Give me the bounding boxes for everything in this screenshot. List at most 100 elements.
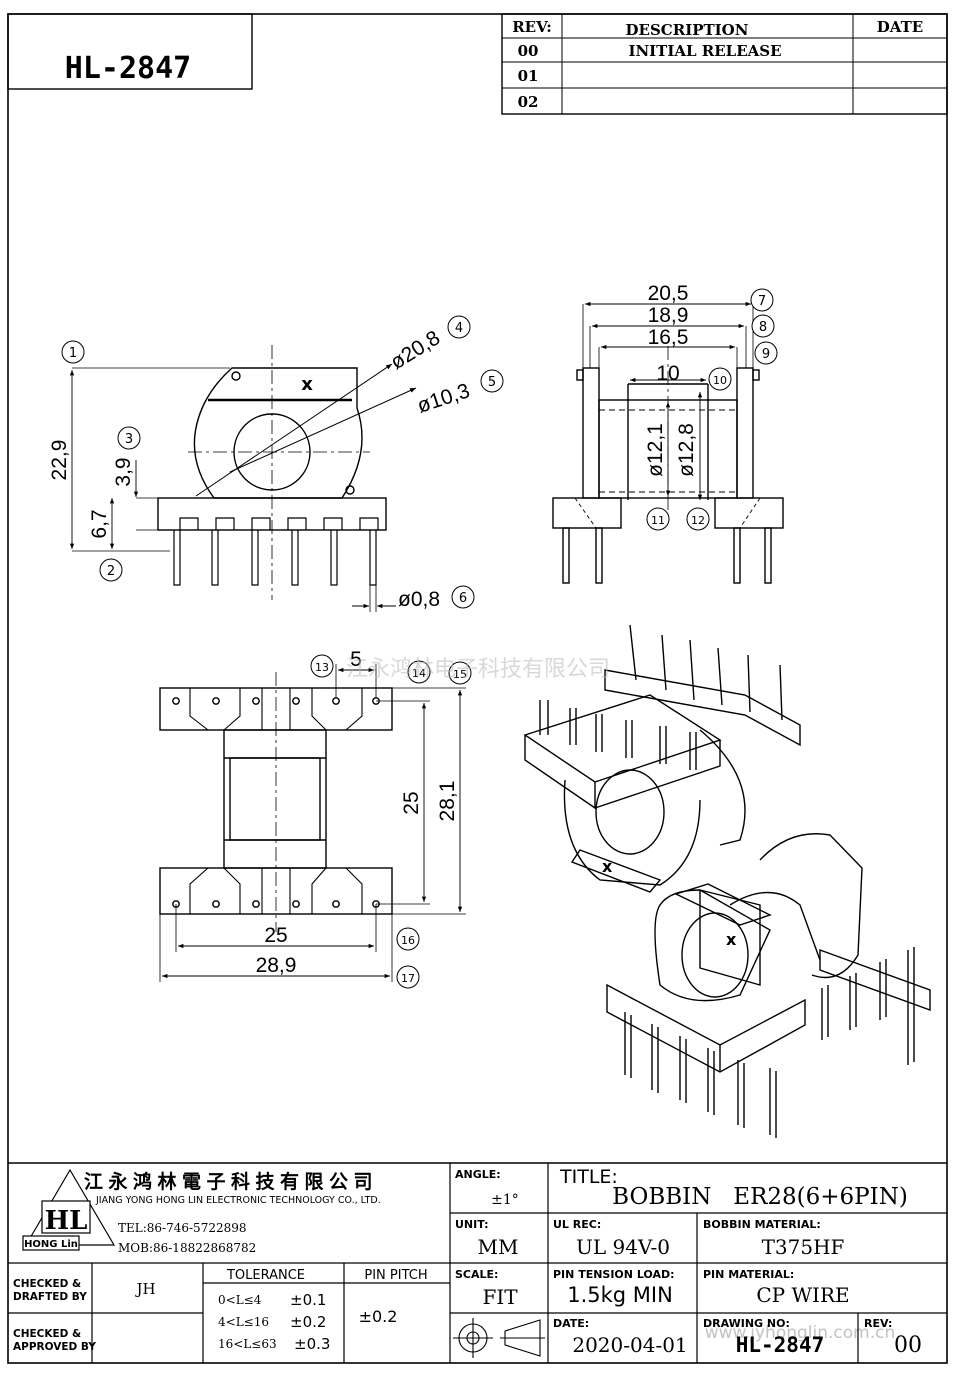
pin-pitch-value: ±0.2 [359,1307,398,1326]
rev-value: 00 [894,1333,922,1358]
watermark-url: www.jyhonglin.com.cn [705,1323,896,1343]
logo-text: HL [45,1206,88,1236]
callout-14: 14 [412,667,426,680]
bobbin-material-value: T375HF [762,1235,845,1259]
callout-1: 1 [69,346,77,361]
dim-width-16-5: 16,5 [648,326,689,349]
callout-2: 2 [107,564,115,579]
part-number: HL-2847 [65,51,191,86]
title-block [8,1162,947,1363]
dim-dia-12-8: ø12,8 [675,423,698,477]
dim-dia-12-1: ø12,1 [644,423,667,477]
revision-table [501,13,948,115]
bottom-view [159,664,466,982]
company-mob: MOB:86-18822868782 [118,1241,256,1255]
callout-13: 13 [315,661,329,674]
angle-label: ANGLE: [455,1168,501,1181]
dim-width-18-9: 18,9 [648,304,689,327]
scale-value: FIT [482,1285,518,1309]
title-value: BOBBIN ER28(6+6PIN) [612,1184,908,1210]
tolerance-value-3: ±0.3 [294,1335,330,1353]
callout-4: 4 [455,321,463,336]
scale-label: SCALE: [455,1268,498,1281]
pin-tension-label: PIN TENSION LOAD: [553,1268,675,1281]
tolerance-range-3: 16<L≤63 [218,1337,277,1351]
isometric-view-bottom [606,833,931,1138]
callout-11: 11 [651,514,665,527]
tolerance-range-2: 4<L≤16 [218,1315,269,1329]
pin-material-value: CP WIRE [756,1283,849,1307]
callout-3: 3 [125,432,133,447]
drawing-no-label: DRAWING NO: [703,1317,790,1330]
side-view [552,301,784,584]
checked-drafted-label-2: DRAFTED BY [13,1291,87,1303]
dim-width-20-5: 20,5 [648,282,689,305]
iso-top-mark: x [602,857,613,876]
dim-dia-inner: ø10,3 [414,379,472,417]
date-label: DATE: [553,1317,589,1330]
tolerance-range-1: 0<L≤4 [218,1293,262,1307]
rev-row-2: 02 [518,93,539,111]
bobbin-material-label: BOBBIN MATERIAL: [703,1218,821,1231]
pin-pitch-label: PIN PITCH [364,1268,427,1283]
dim-span-28-1: 28,1 [436,781,459,822]
rev-row-0-description: INITIAL RELEASE [628,42,781,60]
callout-10: 10 [713,374,727,387]
callout-17: 17 [401,972,415,985]
front-view [69,345,417,612]
watermark-company: 江永鸿林电子科技有限公司 [346,657,610,682]
tolerance-value-2: ±0.2 [290,1313,326,1331]
sheet-border [7,13,948,1364]
tolerance-value-1: ±0.1 [290,1291,326,1309]
dim-2: 6,7 [88,509,111,538]
pin-material-label: PIN MATERIAL: [703,1268,794,1281]
callout-6: 6 [459,591,467,606]
tolerance-label: TOLERANCE [226,1268,305,1283]
dim-span-25-vertical: 25 [400,791,423,814]
part-number-box: HL-2847 [7,13,253,90]
title-label: TITLE: [559,1166,618,1188]
projection-symbol [453,1318,545,1358]
angle-value: ±1° [491,1192,519,1208]
rev-row-0: 00 [518,42,539,60]
date-value: 2020-04-01 [572,1333,687,1357]
callout-12: 12 [691,514,705,527]
rev-row-1: 01 [518,67,539,85]
drawing-no-value: HL-2847 [736,1333,825,1357]
checked-drafted-label-1: CHECKED & [13,1278,81,1290]
dim-3: 3,9 [112,457,135,486]
dim-width-10: 10 [656,362,679,385]
callout-15: 15 [453,668,467,681]
iso-bottom-mark: x [726,930,737,949]
callout-5: 5 [488,375,496,390]
checked-approved-label-1: CHECKED & [13,1328,81,1340]
callout-bubbles [61,288,778,989]
ul-rec-value: UL 94V-0 [576,1235,670,1259]
logo-subtext: HONG Lin [24,1239,78,1250]
company-logo [22,1168,116,1251]
company-name-en: JIANG YONG HONG LIN ELECTRONIC TECHNOLOG… [95,1195,381,1206]
callout-16: 16 [401,934,415,947]
drafted-by-value: JH [134,1280,155,1298]
checked-approved-label-2: APPROVED BY [13,1341,96,1353]
company-name-cn: 江永鸿林電子科技有限公司 [84,1170,378,1193]
callout-7: 7 [758,294,766,309]
pin-tension-value: 1.5kg MIN [567,1283,673,1307]
front-view-mark: x [301,374,313,395]
dim-height-total: 22,9 [48,440,71,481]
callout-8: 8 [759,320,767,335]
unit-label: UNIT: [455,1218,489,1231]
dim-span-25-horizontal: 25 [264,924,287,947]
dim-dia-outer: ø20,8 [386,326,444,374]
callout-9: 9 [762,347,770,362]
ul-rec-label: UL REC: [553,1218,601,1231]
description-header: DESCRIPTION [626,21,749,39]
dim-pitch-5: 5 [350,648,362,671]
rev-header: REV: [512,18,552,36]
isometric-view-top [523,624,801,893]
unit-value: MM [478,1235,519,1259]
dim-pin-dia: ø0,8 [398,588,440,611]
company-tel: TEL:86-746-5722898 [118,1221,247,1235]
dim-span-28-9: 28,9 [256,954,297,977]
